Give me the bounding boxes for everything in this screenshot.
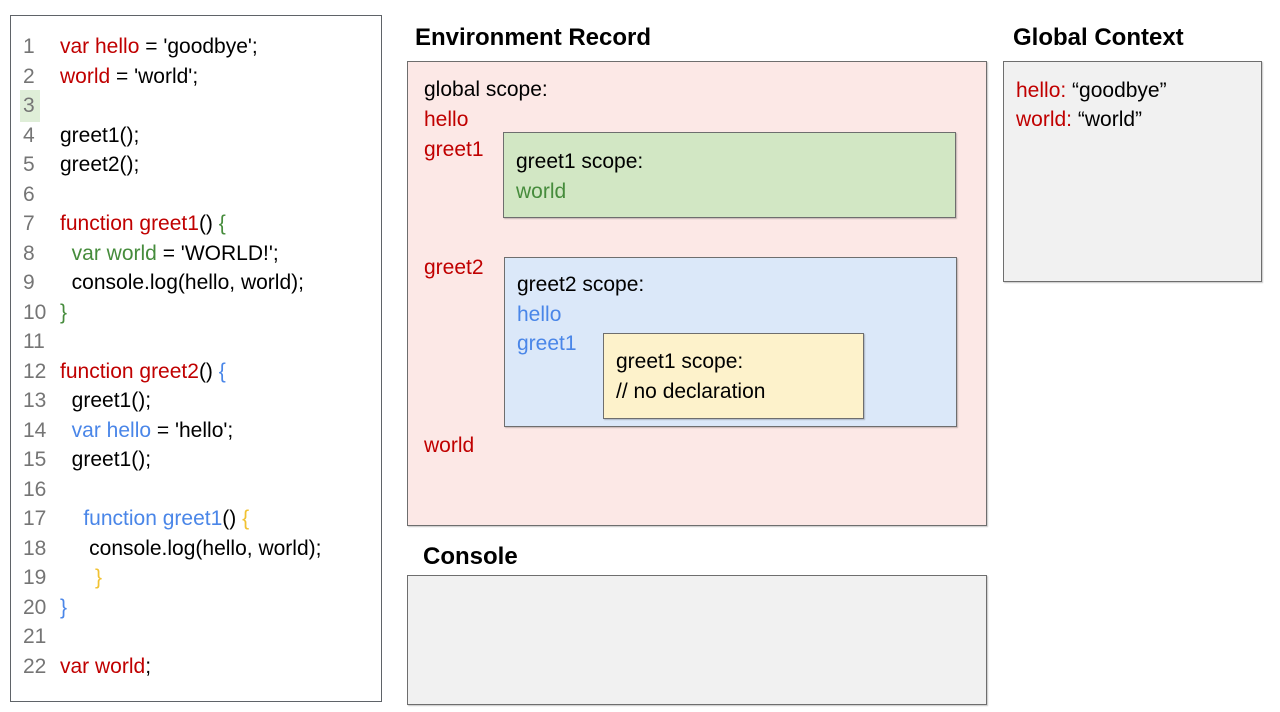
code-line: 20}	[11, 593, 381, 623]
line-number-highlight: 3	[20, 90, 40, 122]
line-number: 14	[23, 418, 47, 442]
line-number: 19	[23, 566, 47, 589]
code-line: 9 console.log(hello, world);	[11, 268, 381, 298]
global-scope-label: global scope:	[424, 78, 548, 101]
code-text: greet2();	[60, 153, 140, 176]
line-number: 18	[23, 536, 47, 560]
code-text: }	[60, 300, 68, 324]
code-line: 5 greet2();	[11, 150, 381, 180]
context-entry-hello-name: hello:	[1016, 79, 1067, 102]
line-number: 8	[23, 241, 35, 265]
greet2-scope-label: greet2 scope:	[517, 273, 645, 296]
code-text: console.log(hello, world);	[60, 271, 304, 294]
line-number: 9	[23, 271, 35, 294]
code-line: 14 var hello = 'hello';	[11, 416, 381, 446]
code-line: 2 world = 'world';	[11, 62, 381, 92]
line-number: 13	[23, 389, 47, 412]
nested-greet1-comment: // no declaration	[616, 380, 766, 403]
greet1-scope-label: greet1 scope:	[516, 150, 644, 173]
line-number: 6	[23, 182, 35, 206]
line-number: 7	[23, 212, 35, 235]
line-number: 16	[23, 477, 47, 501]
code-text: }	[95, 566, 103, 589]
global-var-greet1: greet1	[424, 138, 484, 161]
global-scope-box: global scope: hello greet1 greet2 world …	[407, 61, 987, 526]
greet2-scope-box: greet2 scope: hello greet1 greet1 scope:…	[504, 257, 957, 427]
greet2-var-hello: hello	[517, 303, 562, 326]
code-text: greet1();	[60, 448, 152, 471]
line-number: 1	[23, 35, 35, 58]
line-number: 12	[23, 359, 47, 383]
code-line: 11	[11, 327, 381, 357]
line-number: 3	[20, 90, 60, 122]
code-line: 22 var world;	[11, 652, 381, 682]
code-text: var world;	[60, 654, 152, 678]
context-entry-hello: hello: “goodbye”	[1016, 76, 1167, 106]
line-number: 21	[23, 625, 47, 648]
code-text: function greet1() {	[60, 212, 226, 235]
code-line: 4 greet1();	[11, 121, 381, 151]
global-var-greet2: greet2	[424, 256, 484, 279]
code-line: 15 greet1();	[11, 445, 381, 475]
code-text: world = 'world';	[60, 64, 199, 88]
greet1-var-world: world	[516, 180, 567, 203]
line-number: 22	[23, 654, 47, 678]
code-line: 8 var world = 'WORLD!';	[11, 239, 381, 269]
code-line: 12 function greet2() {	[11, 357, 381, 387]
code-text: greet1();	[60, 389, 152, 412]
code-text: function greet1() {	[83, 507, 250, 530]
line-number: 15	[23, 448, 47, 471]
line-number: 20	[23, 595, 47, 619]
code-line: 16	[11, 475, 381, 505]
console-box	[407, 575, 987, 705]
code-text: var hello = 'goodbye';	[60, 35, 258, 58]
code-text: var world = 'WORLD!';	[71, 241, 279, 265]
context-entry-world-name: world:	[1016, 108, 1073, 131]
line-number: 4	[23, 123, 35, 147]
code-line: 17 function greet1() {	[11, 504, 381, 534]
line-number: 17	[23, 507, 47, 530]
line-number: 2	[23, 64, 35, 88]
global-var-hello: hello	[424, 108, 469, 131]
code-text: var hello = 'hello';	[71, 418, 234, 442]
line-number: 11	[23, 330, 45, 353]
console-title: Console	[423, 543, 518, 570]
environment-record-title: Environment Record	[415, 24, 652, 51]
code-text: function greet2() {	[60, 359, 226, 383]
nested-greet1-scope-box: greet1 scope: // no declaration	[603, 333, 864, 419]
nested-greet1-scope-label: greet1 scope:	[616, 350, 744, 373]
greet2-var-greet1: greet1	[517, 332, 577, 355]
code-text: console.log(hello, world);	[60, 536, 322, 560]
code-line: 3	[11, 90, 381, 122]
code-text: }	[60, 595, 68, 619]
code-lines: 1 var hello = 'goodbye'; 2 world = 'world';…	[11, 32, 381, 681]
code-line: 13 greet1();	[11, 386, 381, 416]
code-text: greet1();	[60, 123, 140, 147]
line-number: 5	[23, 153, 35, 176]
code-panel: 1 var hello = 'goodbye'; 2 world = 'world';…	[10, 15, 382, 702]
code-line: 6	[11, 180, 381, 210]
code-line: 1 var hello = 'goodbye';	[11, 32, 381, 62]
code-line: 10}	[11, 298, 381, 328]
global-context-title: Global Context	[1013, 24, 1184, 51]
code-line: 21	[11, 622, 381, 652]
code-line: 18 console.log(hello, world);	[11, 534, 381, 564]
context-entry-world-value: “world”	[1077, 108, 1143, 131]
code-line: 7 function greet1() {	[11, 209, 381, 239]
line-number: 10	[23, 300, 47, 324]
global-context-box: hello: “goodbye” world: “world”	[1003, 61, 1262, 282]
context-entry-world: world: “world”	[1016, 105, 1142, 135]
greet1-scope-box: greet1 scope: world	[503, 132, 956, 218]
context-entry-hello-value: “goodbye”	[1072, 79, 1167, 102]
global-var-world: world	[424, 434, 475, 457]
code-line: 19 }	[11, 563, 381, 593]
